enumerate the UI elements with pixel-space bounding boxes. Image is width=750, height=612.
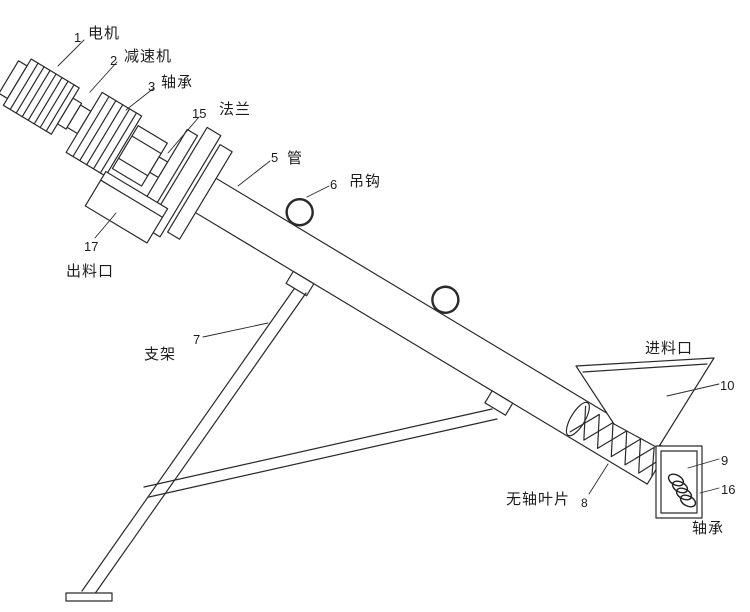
- reducer: [65, 91, 143, 177]
- label-inlet: 进料口: [645, 340, 694, 357]
- ref-num-outlet: 17: [84, 239, 99, 254]
- label-pipe: 管: [287, 150, 304, 167]
- leader-line-1: [57, 39, 85, 67]
- leader-line-5: [237, 160, 271, 187]
- label-flange: 法兰: [219, 101, 252, 118]
- label-support: 支架: [144, 346, 177, 363]
- leader-line-16: [699, 487, 720, 494]
- leader-line-7: [202, 322, 269, 338]
- ref-num-bearing-top: 3: [148, 79, 156, 94]
- hook-ring-2: [431, 285, 460, 314]
- hook-ring-1: [285, 198, 314, 227]
- leader-line-2: [89, 61, 118, 93]
- leader-line-10: [666, 383, 720, 397]
- label-bearing-bottom: 轴承: [692, 520, 725, 537]
- label-hook: 吊钩: [349, 173, 382, 190]
- ref-num-motor: 1: [74, 30, 82, 45]
- ref-num-flange: 15: [192, 106, 207, 121]
- ref-num-blade: 8: [581, 496, 588, 510]
- ref-num-support: 7: [193, 332, 201, 347]
- support-leg-inner: [93, 292, 307, 596]
- support-mount-2: [484, 390, 514, 416]
- support-leg-outer: [81, 288, 295, 592]
- leader-line-17: [94, 212, 117, 239]
- end-bearing-housing: [655, 445, 703, 519]
- label-blade: 无轴叶片: [506, 491, 571, 508]
- inclined-assembly: [0, 58, 669, 485]
- ref-num-inlet: 10: [720, 378, 735, 393]
- leader-line-8: [588, 463, 609, 495]
- ref-num-bearing-right-a: 9: [721, 453, 729, 468]
- label-reducer: 减速机: [124, 48, 173, 65]
- label-motor: 电机: [88, 25, 121, 42]
- support-strut-outer: [143, 408, 493, 488]
- support-mount-1: [285, 270, 315, 297]
- leader-line-3: [125, 87, 155, 111]
- ref-num-bearing-right-b: 16: [721, 482, 736, 497]
- leader-line-6: [306, 185, 330, 198]
- conveyor-tube: [194, 177, 669, 485]
- leader-lines: [57, 39, 720, 495]
- bearing-block: [111, 125, 169, 187]
- support-frame: [65, 288, 498, 602]
- ref-num-reducer: 2: [110, 53, 118, 68]
- ref-num-hook: 6: [330, 177, 338, 192]
- end-bearing-coil: [667, 473, 697, 508]
- leader-line-9: [687, 458, 720, 469]
- leader-line-15: [167, 116, 200, 154]
- discharge-outlet: [84, 171, 169, 244]
- support-strut-inner: [148, 418, 498, 498]
- foot-plate: [65, 592, 113, 602]
- label-outlet: 出料口: [66, 263, 115, 280]
- motor: [0, 58, 83, 135]
- label-bearing-top: 轴承: [161, 74, 194, 91]
- ref-num-pipe: 5: [271, 150, 279, 165]
